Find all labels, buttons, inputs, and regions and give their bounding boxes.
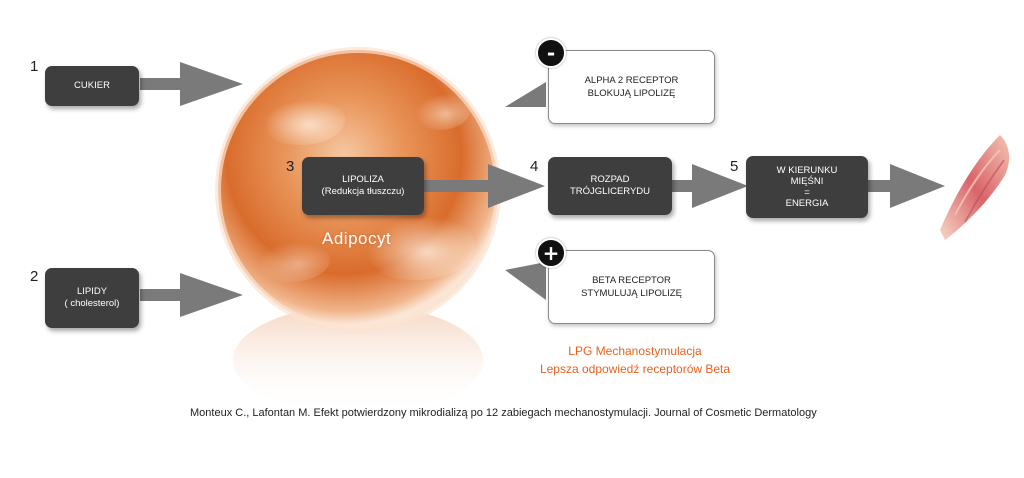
lipoliza-sublabel: (Redukcja tłuszczu) bbox=[321, 186, 405, 197]
plus-icon: + bbox=[536, 238, 566, 268]
lipoliza-label: LIPOLIZA bbox=[342, 174, 384, 185]
step-number-5: 5 bbox=[730, 158, 739, 175]
lipidy-sublabel: ( cholesterol) bbox=[64, 298, 120, 309]
lipoliza-box: LIPOLIZA (Redukcja tłuszczu) bbox=[302, 157, 424, 215]
alpha-receptor-box: ALPHA 2 RECEPTOR BLOKUJĄ LIPOLIZĘ bbox=[548, 50, 715, 124]
lpg-title: LPG Mechanostymulacja bbox=[568, 344, 702, 358]
rozpad-box: ROZPAD TRÓJGLICERYDU bbox=[548, 157, 672, 215]
alpha-label: ALPHA 2 RECEPTOR bbox=[584, 75, 679, 86]
arrow-lipidy bbox=[140, 273, 243, 317]
kierunku-line1: W KIERUNKU bbox=[776, 165, 838, 176]
arrow-lipoliza bbox=[424, 164, 545, 208]
step-number-2: 2 bbox=[30, 268, 39, 285]
rozpad-sublabel: TRÓJGLICERYDU bbox=[569, 186, 651, 197]
arrow-energia bbox=[868, 164, 945, 208]
lpg-subtitle: Lepsza odpowiedź receptorów Beta bbox=[539, 362, 731, 376]
kierunku-box: W KIERUNKU MIĘŚNI = ENERGIA bbox=[746, 156, 868, 218]
cell-reflection bbox=[233, 305, 483, 415]
kierunku-line4: ENERGIA bbox=[785, 198, 829, 209]
arrow-alpha bbox=[505, 82, 546, 107]
minus-icon: - bbox=[536, 38, 566, 68]
beta-sublabel: STYMULUJĄ LIPOLIZĘ bbox=[581, 288, 682, 299]
arrow-rozpad bbox=[672, 164, 748, 208]
step-number-1: 1 bbox=[30, 58, 39, 75]
kierunku-line2: MIĘŚNI bbox=[790, 176, 824, 187]
kierunku-line3: = bbox=[804, 187, 810, 198]
arrow-beta bbox=[505, 262, 546, 300]
lipidy-label: LIPIDY bbox=[76, 286, 108, 297]
citation-text: Monteux C., Lafontan M. Efekt potwierdzo… bbox=[190, 407, 817, 419]
beta-label: BETA RECEPTOR bbox=[592, 275, 671, 286]
lipidy-box: LIPIDY ( cholesterol) bbox=[45, 268, 139, 328]
step-number-3: 3 bbox=[286, 158, 295, 175]
alpha-sublabel: BLOKUJĄ LIPOLIZĘ bbox=[587, 88, 676, 99]
muscle-image bbox=[940, 135, 1010, 240]
arrow-cukier bbox=[140, 62, 243, 106]
step-number-4: 4 bbox=[530, 158, 539, 175]
adipocyt-label: Adipocyt bbox=[322, 229, 392, 248]
beta-receptor-box: BETA RECEPTOR STYMULUJĄ LIPOLIZĘ bbox=[548, 250, 715, 324]
rozpad-label: ROZPAD bbox=[590, 174, 630, 185]
cukier-label: CUKIER bbox=[74, 80, 110, 91]
cukier-box: CUKIER bbox=[45, 66, 139, 106]
